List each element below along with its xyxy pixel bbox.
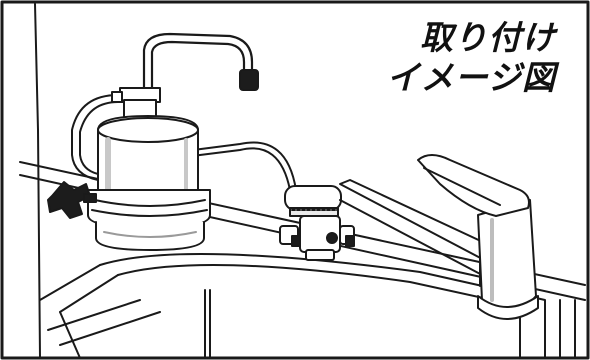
filter-spout xyxy=(142,32,259,91)
drain-hose-inner xyxy=(79,101,119,175)
sink-icon xyxy=(39,253,546,359)
caption-line-1: 取り付け xyxy=(420,18,556,57)
diverter-valve-icon xyxy=(279,185,355,261)
caption-line-2: イメージ図 xyxy=(386,58,556,97)
filter-canister-icon xyxy=(87,87,211,251)
knob-icon xyxy=(47,181,97,219)
faucet-icon xyxy=(339,154,539,320)
caption: 取り付け イメージ図 xyxy=(356,18,556,98)
drain-hose xyxy=(71,94,119,181)
